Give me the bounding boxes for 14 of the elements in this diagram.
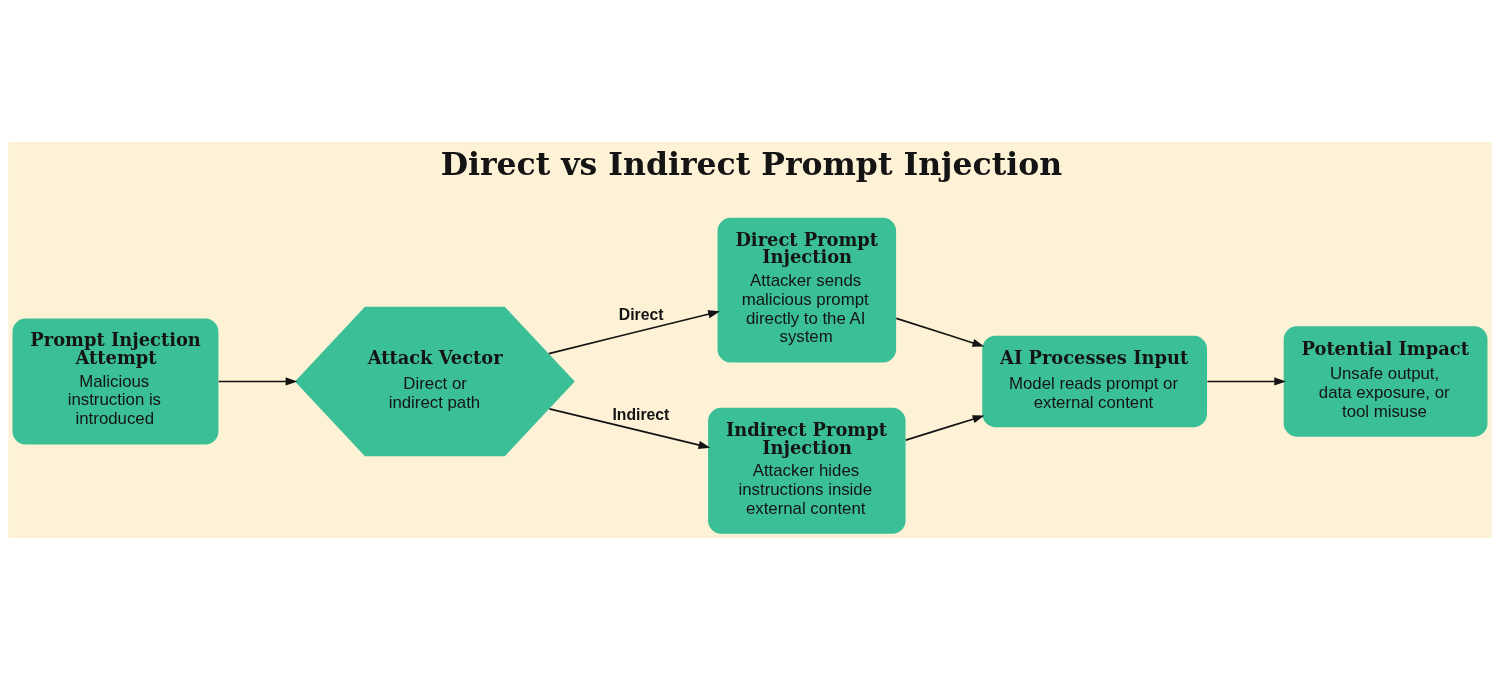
node-box: Direct Prompt Injection Attacker sends malicious prompt directly to the AI system xyxy=(717,217,897,363)
node-box: Indirect Prompt Injection Attacker hides instructions inside external content xyxy=(708,407,906,534)
arrow xyxy=(895,317,985,347)
edge-label: Indirect xyxy=(612,406,670,424)
diagram-title: Direct vs Indirect Prompt Injection xyxy=(440,144,1063,182)
node-box: Prompt Injection Attempt Malicious instruction is introduced xyxy=(12,318,219,445)
node-box: Potential Impact Unsafe output, data exposure, or tool misuse xyxy=(1283,326,1488,437)
arrow xyxy=(904,415,985,441)
arrow xyxy=(548,408,711,449)
node-box: AI Processes Input Model reads prompt or external content xyxy=(982,335,1207,428)
arrow xyxy=(1206,377,1287,386)
edge-label: Direct xyxy=(618,305,664,323)
arrow xyxy=(217,377,298,386)
arrow xyxy=(548,310,720,355)
